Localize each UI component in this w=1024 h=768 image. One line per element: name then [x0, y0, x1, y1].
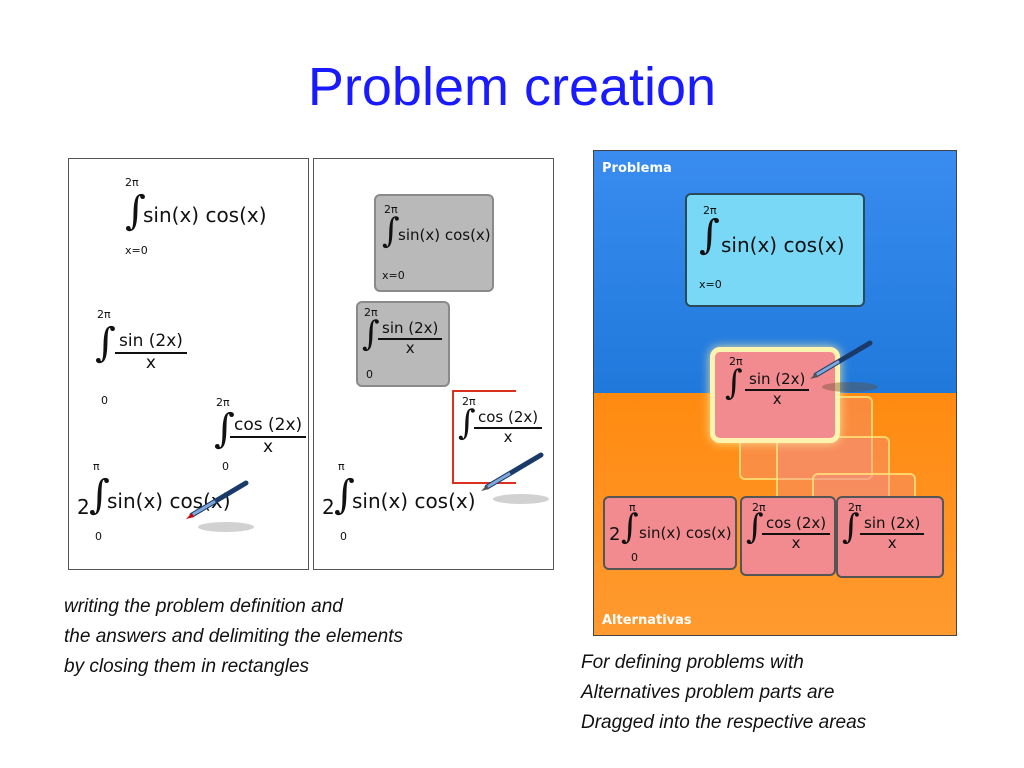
caption-left-line-2: the answers and delimiting the elements [64, 626, 404, 647]
integral-sign: ∫ [334, 472, 355, 518]
upper-limit: 2π [703, 204, 717, 217]
integral-sign: ∫ [125, 188, 146, 234]
upper-limit: 2π [97, 308, 111, 321]
integral-sign: ∫ [725, 363, 743, 403]
caption-left-line-3: by closing them in rectangles [64, 656, 310, 677]
stylus-pen-icon [186, 480, 254, 532]
integral-sign: ∫ [746, 507, 764, 547]
caption-right-line-2: Alternatives problem parts are [581, 682, 835, 703]
alternatives-area-label: Alternativas [602, 613, 692, 628]
lower-limit: 0 [366, 368, 373, 381]
integrand: sin(x) cos(x) [721, 233, 845, 257]
caption-right-line-1: For defining problems with [581, 652, 804, 673]
numerator: cos (2x) [474, 410, 543, 429]
lower-limit: 0 [222, 460, 229, 473]
lower-limit: x=0 [382, 269, 405, 282]
denominator: x [887, 534, 897, 552]
denominator: x [145, 353, 156, 373]
denominator: x [405, 339, 415, 357]
denominator: x [791, 534, 801, 552]
numerator: cos (2x) [762, 516, 831, 535]
integral-sign: ∫ [89, 472, 110, 518]
dragged-item[interactable]: 2π ∫ sin (2x) x [710, 347, 840, 443]
integral-sign: ∫ [842, 507, 860, 547]
delimited-rect-1[interactable]: 2π ∫ sin(x) cos(x) x=0 [374, 194, 494, 292]
integral-sign: ∫ [699, 212, 720, 258]
caption-right-line-3: Dragged into the respective areas [581, 712, 867, 733]
numerator: sin (2x) [115, 333, 187, 354]
lower-limit: x=0 [125, 244, 148, 257]
stylus-pen-icon [810, 340, 878, 392]
upper-limit: 2π [752, 501, 766, 514]
slide-title: Problem creation [307, 57, 717, 117]
upper-limit: π [93, 460, 100, 473]
coefficient: 2 [609, 524, 621, 545]
integrand: sin(x) cos(x) [107, 489, 231, 513]
integral-sign: ∫ [382, 211, 400, 251]
problem-area-label: Problema [602, 161, 672, 176]
upper-limit: 2π [848, 501, 862, 514]
denominator: x [263, 437, 274, 457]
upper-limit: 2π [125, 176, 139, 189]
integrand: sin(x) cos(x) [143, 203, 267, 227]
lower-limit: 0 [631, 551, 638, 564]
integrand: sin(x) cos(x) [352, 489, 476, 513]
upper-limit: 2π [462, 395, 476, 408]
upper-limit: π [338, 460, 345, 473]
lower-limit: 0 [95, 530, 102, 543]
lower-limit: 0 [101, 394, 108, 407]
integral-sign: ∫ [214, 406, 235, 452]
integrand: sin(x) cos(x) [398, 226, 491, 244]
caption-right: For defining problems with Alternatives … [581, 648, 1011, 738]
delimited-panel[interactable]: 2π ∫ sin(x) cos(x) x=0 2π ∫ sin (2x) x 0… [313, 158, 554, 570]
upper-limit: 2π [216, 396, 230, 409]
coefficient: 2 [322, 495, 335, 519]
numerator: sin (2x) [745, 372, 810, 391]
upper-limit: 2π [364, 306, 378, 319]
handwriting-panel[interactable]: 2π ∫ sin(x) cos(x) x=0 2π ∫ sin (2x) x 0… [68, 158, 309, 570]
integral-sign: ∫ [362, 314, 380, 354]
alternative-box-3[interactable]: 2π ∫ sin (2x) x [836, 496, 944, 578]
denominator: x [503, 428, 513, 446]
alternative-box-2[interactable]: 2π ∫ cos (2x) x [740, 496, 836, 576]
lower-limit: 0 [340, 530, 347, 543]
upper-limit: π [629, 501, 636, 514]
integral-sign: ∫ [95, 320, 116, 366]
integral-sign: ∫ [458, 403, 476, 443]
numerator: sin (2x) [378, 321, 443, 340]
upper-limit: 2π [384, 203, 398, 216]
problem-box[interactable]: 2π ∫ sin(x) cos(x) x=0 [685, 193, 865, 307]
integrand: sin(x) cos(x) [639, 524, 732, 542]
lower-limit: x=0 [699, 278, 722, 291]
caption-left: writing the problem definition and the a… [64, 592, 564, 682]
delimited-rect-2[interactable]: 2π ∫ sin (2x) x 0 [356, 301, 450, 387]
numerator: cos (2x) [230, 417, 307, 438]
denominator: x [772, 390, 782, 408]
caption-left-line-1: writing the problem definition and [64, 596, 343, 617]
selection-rect-red[interactable]: 2π ∫ cos (2x) x [452, 390, 543, 484]
stylus-pen-icon [481, 452, 549, 504]
numerator: sin (2x) [860, 516, 925, 535]
integral-sign: ∫ [621, 507, 639, 547]
app-screenshot[interactable]: Problema Alternativas 2π ∫ sin(x) cos(x)… [593, 150, 957, 636]
alternative-box-1[interactable]: π 2 ∫ sin(x) cos(x) 0 [603, 496, 737, 570]
upper-limit: 2π [729, 355, 743, 368]
coefficient: 2 [77, 495, 90, 519]
